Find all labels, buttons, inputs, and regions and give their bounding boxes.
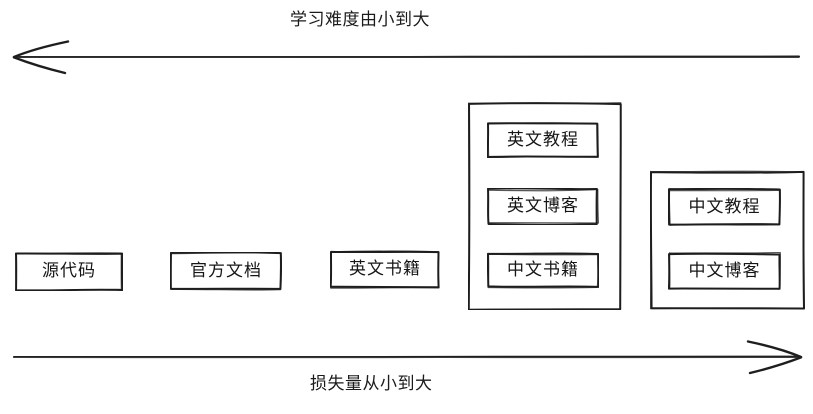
node-label: 中文教程 [688, 196, 761, 217]
arrow-right-icon [746, 340, 803, 375]
bottom-axis-label: 损失量从小到大 [310, 374, 433, 394]
node-label: 英文教程 [507, 129, 579, 150]
group-outline [468, 102, 622, 310]
node-outline [170, 252, 282, 291]
node-outline [487, 252, 599, 289]
top-axis-arrow [12, 40, 801, 75]
node-label: 中文博客 [688, 260, 761, 281]
bottom-axis-arrow [12, 340, 803, 375]
node-label: 中文书籍 [507, 260, 579, 280]
arrow-left-icon [12, 40, 70, 75]
node-label: 英文博客 [507, 196, 579, 216]
top-axis-label: 学习难度由小到大 [290, 10, 430, 30]
node-chinese-tutorial[interactable]: 中文教程 [668, 188, 781, 226]
node-outline [15, 252, 123, 291]
node-outline [668, 188, 781, 226]
node-official-docs[interactable]: 官方文档 [170, 252, 282, 291]
node-outline [487, 122, 599, 158]
node-label: 英文书籍 [349, 259, 421, 279]
node-label: 官方文档 [190, 261, 262, 281]
node-label: 源代码 [42, 261, 96, 281]
node-outline [487, 188, 599, 225]
node-chinese-books[interactable]: 中文书籍 [487, 252, 599, 289]
node-english-blog[interactable]: 英文博客 [487, 188, 599, 225]
node-english-books[interactable]: 英文书籍 [330, 250, 440, 289]
group-outline [650, 170, 805, 310]
node-chinese-blog[interactable]: 中文博客 [668, 252, 781, 290]
node-source-code[interactable]: 源代码 [15, 252, 123, 291]
node-english-tutorial[interactable]: 英文教程 [487, 122, 599, 158]
node-outline [668, 252, 781, 290]
node-outline [330, 250, 440, 289]
